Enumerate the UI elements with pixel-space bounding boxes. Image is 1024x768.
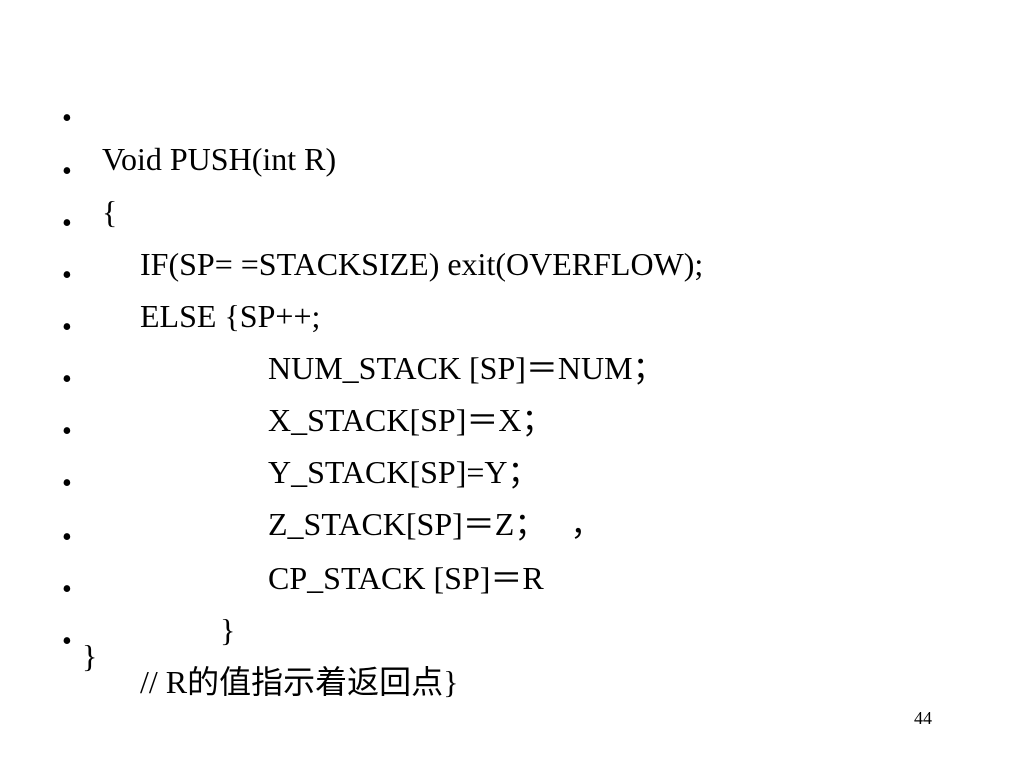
code-line-text: CP_STACK [SP]＝R <box>268 560 544 596</box>
code-line-9: • CP_STACK [SP]＝R <box>0 478 544 596</box>
code-line-text: } <box>220 612 236 648</box>
bullet-icon: • <box>62 522 72 553</box>
code-line-11: • // R的值指示着返回点} <box>0 582 459 700</box>
bullet-icon: • <box>62 574 72 605</box>
code-line-3: • IF(SP= =STACKSIZE) exit(OVERFLOW); <box>0 164 703 282</box>
page-number: 44 <box>914 708 932 728</box>
code-line-text: Z_STACK[SP]＝Z； ， <box>268 506 603 542</box>
bullet-icon: • <box>62 416 72 447</box>
code-line-10: • } <box>0 530 235 648</box>
code-line-text: Void PUSH(int R) <box>102 141 337 177</box>
bullet-icon: • <box>62 260 72 291</box>
bullet-icon: • <box>62 312 72 343</box>
bullet-icon: • <box>62 103 72 134</box>
code-line-text: Y_STACK[SP]=Y； <box>268 454 540 490</box>
bullet-icon: • <box>62 156 72 187</box>
code-line-text: { <box>102 194 118 230</box>
code-line-text: // R的值指示着返回点} <box>140 664 459 700</box>
code-line-2: • { <box>0 112 117 230</box>
code-line-6: • X_STACK[SP]＝X； <box>0 320 553 438</box>
code-line-1: • Void PUSH(int R) <box>0 59 336 177</box>
code-line-text: ELSE {SP++; <box>140 298 321 334</box>
bullet-icon: • <box>62 208 72 239</box>
bullet-icon: • <box>62 468 72 499</box>
bullet-icon: • <box>62 626 72 657</box>
code-line-text: X_STACK[SP]＝X； <box>268 402 554 438</box>
code-line-text: NUM_STACK [SP]＝NUM； <box>268 350 665 386</box>
bullet-icon: • <box>62 364 72 395</box>
code-line-5: • NUM_STACK [SP]＝NUM； <box>0 268 665 386</box>
code-line-7: • Y_STACK[SP]=Y； <box>0 372 540 490</box>
code-line-text: IF(SP= =STACKSIZE) exit(OVERFLOW); <box>140 246 704 282</box>
code-line-4: • ELSE {SP++; <box>0 216 320 334</box>
closing-brace: } <box>82 638 98 674</box>
code-line-8: • Z_STACK[SP]＝Z； ， <box>0 424 602 542</box>
